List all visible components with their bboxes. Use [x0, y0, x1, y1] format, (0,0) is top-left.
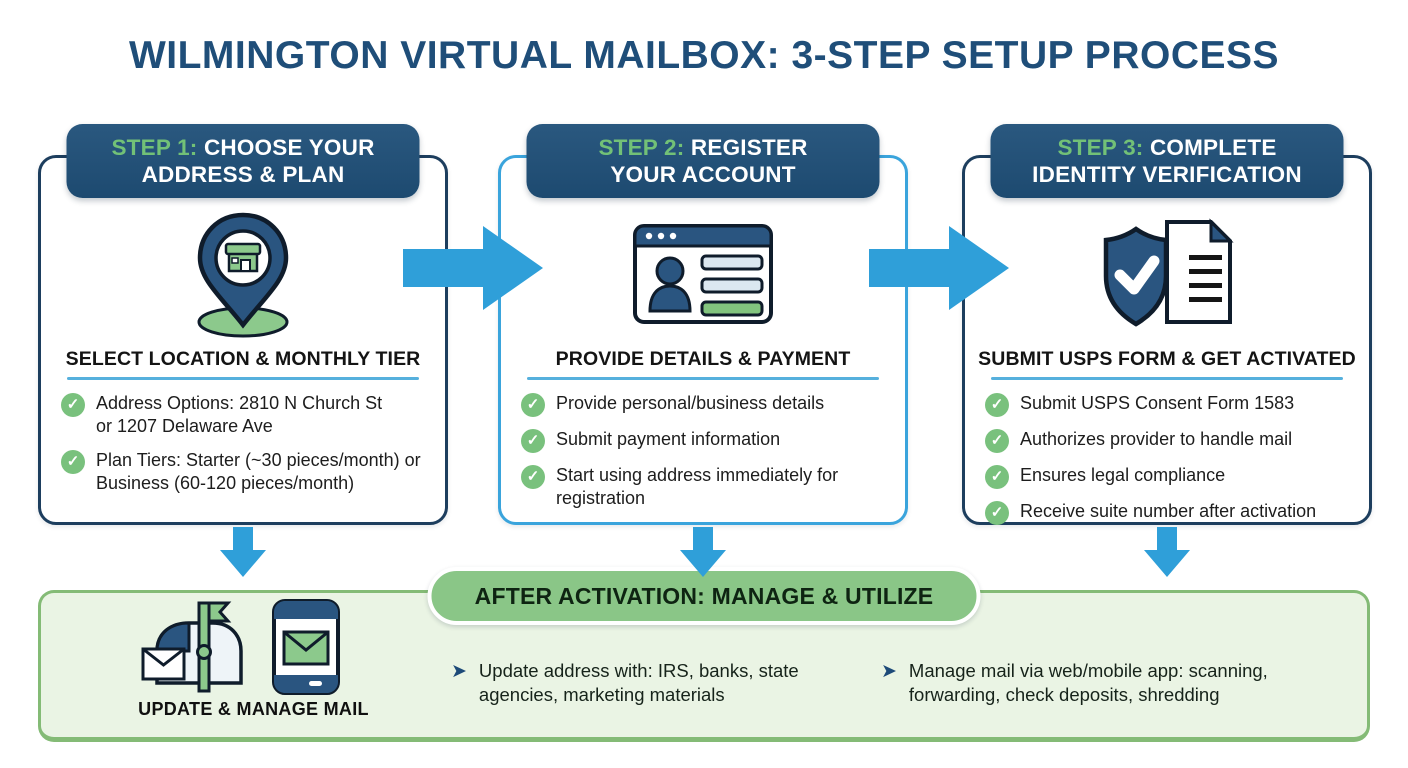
mailbox-icon [141, 601, 243, 693]
bullet-item: ✓Submit payment information [521, 428, 891, 453]
arrow-down-icon [1144, 527, 1190, 577]
step-1-label: STEP 1: [111, 134, 198, 160]
arrow-down-icon [220, 527, 266, 577]
bullet-item: ✓Start using address immediately for reg… [521, 464, 891, 510]
arrow-right-icon [403, 226, 543, 310]
step-1-header-text: STEP 1: CHOOSE YOUR ADDRESS & PLAN [91, 134, 396, 189]
after-activation-heading: AFTER ACTIVATION: MANAGE & UTILIZE [474, 582, 934, 609]
check-icon: ✓ [521, 429, 545, 453]
bullet-item: ✓Plan Tiers: Starter (~30 pieces/month) … [61, 449, 431, 495]
step-1-bullets: ✓Address Options: 2810 N Church St or 12… [41, 392, 445, 505]
check-icon: ✓ [521, 465, 545, 489]
after-bullet-item: ➤ Update address with: IRS, banks, state… [451, 659, 829, 707]
step-1-subtitle: SELECT LOCATION & MONTHLY TIER [65, 348, 421, 370]
page-title: WILMINGTON VIRTUAL MAILBOX: 3-STEP SETUP… [128, 34, 1280, 77]
bullet-item: ✓Address Options: 2810 N Church St or 12… [61, 392, 431, 438]
after-bullet-item: ➤ Manage mail via web/mobile app: scanni… [881, 659, 1301, 707]
bullet-item: ✓Submit USPS Consent Form 1583 [985, 392, 1355, 417]
step-1-icon-zone [41, 206, 445, 341]
step-1-underline [67, 377, 419, 380]
step-3-header-text: STEP 3: COMPLETE IDENTITY VERIFICATION [1008, 134, 1326, 189]
bullet-item: ✓Provide personal/business details [521, 392, 891, 417]
check-icon: ✓ [985, 393, 1009, 417]
step-3-subtitle: SUBMIT USPS FORM & GET ACTIVATED [978, 348, 1356, 370]
bullet-item: ✓Receive suite number after activation [985, 500, 1355, 525]
step-1-heading: CHOOSE YOUR ADDRESS & PLAN [141, 134, 375, 187]
arrow-bullet-icon: ➤ [881, 661, 897, 682]
signup-form-browser-icon [633, 223, 773, 324]
step-3-heading: COMPLETE IDENTITY VERIFICATION [1032, 134, 1302, 187]
step-3-icon-zone [965, 206, 1369, 341]
step-2-header: STEP 2: REGISTER YOUR ACCOUNT [526, 124, 880, 198]
check-icon: ✓ [985, 429, 1009, 453]
bullet-item: ✓Ensures legal compliance [985, 464, 1355, 489]
step-2-subtitle: PROVIDE DETAILS & PAYMENT [555, 348, 851, 370]
after-activation-panel: AFTER ACTIVATION: MANAGE & UTILIZE [38, 567, 1370, 742]
shield-check-document-icon [1103, 217, 1234, 327]
step-2-card: STEP 2: REGISTER YOUR ACCOUNT PROVIDE DE… [498, 124, 908, 525]
step-1-header: STEP 1: CHOOSE YOUR ADDRESS & PLAN [66, 124, 420, 198]
step-1-card: STEP 1: CHOOSE YOUR ADDRESS & PLAN SELEC… [38, 124, 448, 525]
location-pin-storefront-icon [197, 212, 289, 337]
check-icon: ✓ [521, 393, 545, 417]
arrow-bullet-icon: ➤ [451, 661, 467, 682]
mailbox-and-phone-icons [141, 599, 340, 695]
step-3-underline [991, 377, 1343, 380]
arrow-right-icon [869, 226, 1009, 310]
step-3-bullets: ✓Submit USPS Consent Form 1583 ✓Authoriz… [965, 392, 1369, 536]
step-2-header-text: STEP 2: REGISTER YOUR ACCOUNT [581, 134, 826, 189]
step-2-label: STEP 2: [598, 134, 685, 160]
manage-mail-caption: UPDATE & MANAGE MAIL [138, 699, 369, 719]
arrow-down-icon [680, 527, 726, 577]
after-activation-header: AFTER ACTIVATION: MANAGE & UTILIZE [427, 567, 981, 625]
step-3-header: STEP 3: COMPLETE IDENTITY VERIFICATION [990, 124, 1344, 198]
bullet-item: ✓Authorizes provider to handle mail [985, 428, 1355, 453]
check-icon: ✓ [985, 465, 1009, 489]
step-3-label: STEP 3: [1057, 134, 1144, 160]
step-2-bullets: ✓Provide personal/business details ✓Subm… [501, 392, 905, 521]
step-3-card: STEP 3: COMPLETE IDENTITY VERIFICATION S… [962, 124, 1372, 525]
step-2-icon-zone [501, 206, 905, 341]
step-2-heading: REGISTER YOUR ACCOUNT [610, 134, 808, 187]
check-icon: ✓ [61, 393, 85, 417]
step-2-underline [527, 377, 879, 380]
check-icon: ✓ [985, 501, 1009, 525]
check-icon: ✓ [61, 449, 85, 474]
mobile-phone-mail-icon [272, 599, 340, 695]
